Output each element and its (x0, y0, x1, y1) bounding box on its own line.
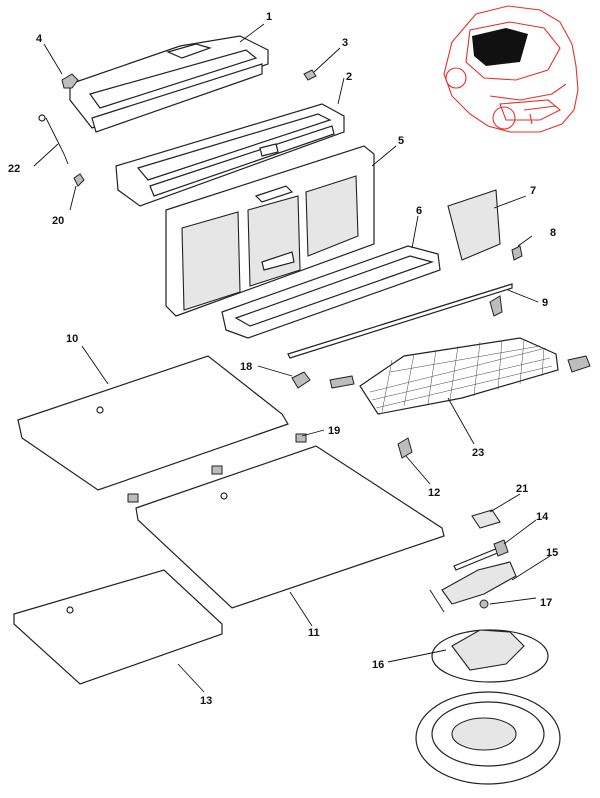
part-5-partition-board (165, 145, 375, 317)
part-1-luggage-cover-upper (69, 35, 269, 133)
callout-13: 13 (200, 695, 212, 707)
part-13-floor-mat (13, 569, 223, 685)
part-20-nut (73, 173, 85, 187)
spare-tire (415, 691, 561, 785)
leader-lines (33, 23, 551, 693)
callout-8: 8 (550, 227, 556, 239)
part-19-pad-3 (127, 493, 139, 503)
callout-18: 18 (240, 361, 252, 373)
part-19-pad (295, 433, 307, 443)
callout-16: 16 (372, 659, 384, 671)
part-12-clip (397, 437, 413, 459)
part-16-jack-tray (431, 629, 549, 683)
part-11-floor-mat (135, 445, 445, 609)
callout-14: 14 (536, 511, 549, 523)
callout-1: 1 (266, 11, 272, 23)
callout-15: 15 (546, 547, 558, 559)
callout-11: 11 (308, 627, 320, 639)
callout-9: 9 (542, 297, 548, 309)
part-4-hook (61, 73, 79, 89)
callout-7: 7 (530, 185, 536, 197)
part-2-luggage-board (115, 103, 345, 207)
callout-19: 19 (328, 425, 340, 437)
callout-10: 10 (66, 333, 78, 345)
callout-17: 17 (540, 597, 552, 609)
part-22-cable-end (38, 114, 46, 122)
callout-5: 5 (398, 135, 404, 147)
part-22-cable (45, 117, 69, 165)
callout-21: 21 (516, 483, 528, 495)
callout-23: 23 (472, 447, 484, 459)
callout-2: 2 (346, 71, 352, 83)
callout-20: 20 (52, 215, 64, 227)
callout-22: 22 (8, 163, 20, 175)
part-10-floor-mat (17, 355, 289, 491)
part-23-cargo-net (359, 337, 559, 415)
part-21-bracket (471, 509, 501, 529)
part-15-jack (429, 561, 517, 613)
part-8-clip (511, 245, 523, 261)
callout-12: 12 (428, 487, 440, 499)
part-6-trim (221, 245, 441, 339)
part-18-clip-2 (329, 375, 355, 389)
callout-6: 6 (416, 205, 422, 217)
callout-4: 4 (36, 33, 43, 45)
part-17-bolt (479, 599, 489, 609)
part-7-board (447, 189, 501, 261)
part-19-pad-2 (211, 465, 223, 475)
callout-3: 3 (342, 37, 348, 49)
locator-car-illustration (443, 5, 579, 133)
part-3-fastener (303, 69, 317, 81)
callout-labels: 1 2 3 4 5 6 7 8 9 10 11 12 13 14 15 16 1… (8, 11, 558, 707)
part-18-clip (291, 371, 311, 389)
part-9-rod (287, 283, 513, 359)
net-clip-right (567, 355, 591, 373)
cargo-area-highlight (472, 28, 528, 66)
